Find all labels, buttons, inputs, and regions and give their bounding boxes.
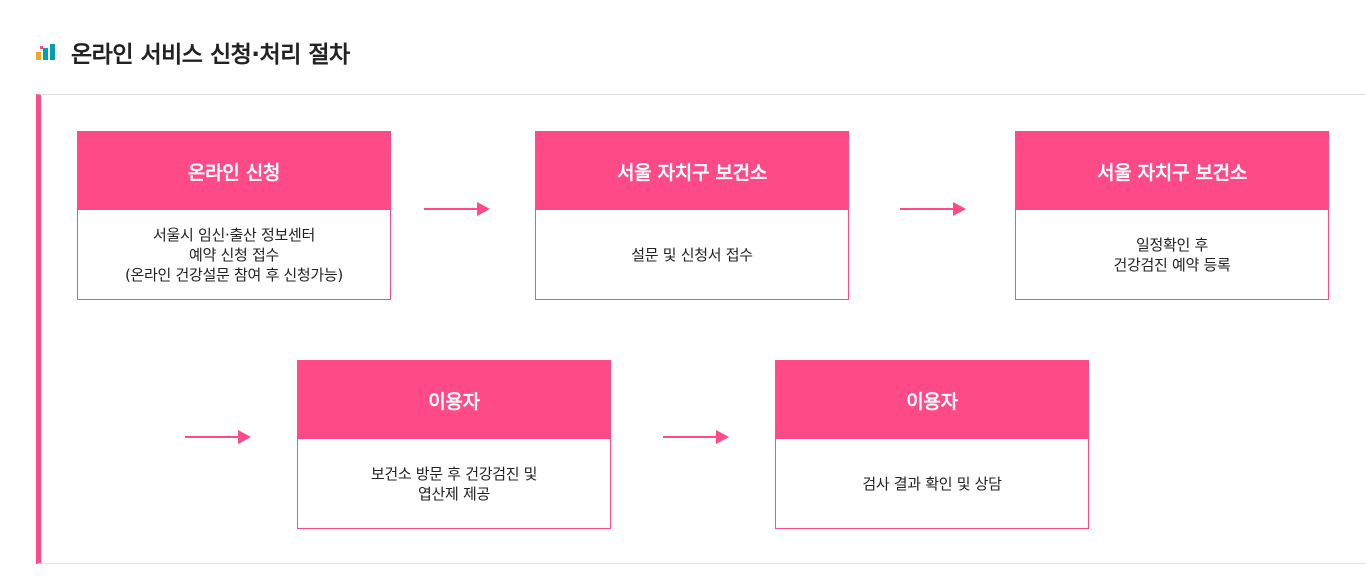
step-description: 서울시 임신·출산 정보센터 예약 신청 접수 (온라인 건강설문 참여 후 신… xyxy=(78,210,390,299)
step-description-line: 설문 및 신청서 접수 xyxy=(631,245,753,264)
step-description-line: 보건소 방문 후 건강검진 및 xyxy=(370,464,538,483)
step-description: 설문 및 신청서 접수 xyxy=(536,210,848,299)
step-title: 서울 자치구 보건소 xyxy=(1016,132,1328,210)
bar-chart-icon xyxy=(36,44,58,60)
arrow-right-icon xyxy=(424,202,490,216)
step-description-line: 건강검진 예약 등록 xyxy=(1113,255,1231,274)
step-description: 보건소 방문 후 건강검진 및 엽산제 제공 xyxy=(298,439,610,528)
step-health-center-receipt: 서울 자치구 보건소 설문 및 신청서 접수 xyxy=(535,131,849,300)
step-description-line: 서울시 임신·출산 정보센터 xyxy=(153,225,315,244)
step-description-line: 예약 신청 접수 xyxy=(189,245,279,264)
step-title: 이용자 xyxy=(776,361,1088,439)
arrow-right-icon xyxy=(900,202,966,216)
section-header: 온라인 서비스 신청·처리 절차 xyxy=(36,36,350,68)
step-description-line: (온라인 건강설문 참여 후 신청가능) xyxy=(125,265,343,284)
arrow-right-icon xyxy=(663,430,729,444)
step-description-line: 엽산제 제공 xyxy=(418,484,490,503)
step-online-application: 온라인 신청 서울시 임신·출산 정보센터 예약 신청 접수 (온라인 건강설문… xyxy=(77,131,391,300)
step-title: 이용자 xyxy=(298,361,610,439)
step-user-visit: 이용자 보건소 방문 후 건강검진 및 엽산제 제공 xyxy=(297,360,611,529)
step-title: 온라인 신청 xyxy=(78,132,390,210)
page-title: 온라인 서비스 신청·처리 절차 xyxy=(71,42,350,68)
step-description-line: 일정확인 후 xyxy=(1136,235,1208,254)
step-description-line: 검사 결과 확인 및 상담 xyxy=(862,474,1002,493)
step-user-results: 이용자 검사 결과 확인 및 상담 xyxy=(775,360,1089,529)
arrow-right-icon xyxy=(185,430,251,444)
step-description: 검사 결과 확인 및 상담 xyxy=(776,439,1088,528)
step-title: 서울 자치구 보건소 xyxy=(536,132,848,210)
procedure-panel: 온라인 신청 서울시 임신·출산 정보센터 예약 신청 접수 (온라인 건강설문… xyxy=(36,94,1366,564)
step-description: 일정확인 후 건강검진 예약 등록 xyxy=(1016,210,1328,299)
step-health-center-booking: 서울 자치구 보건소 일정확인 후 건강검진 예약 등록 xyxy=(1015,131,1329,300)
